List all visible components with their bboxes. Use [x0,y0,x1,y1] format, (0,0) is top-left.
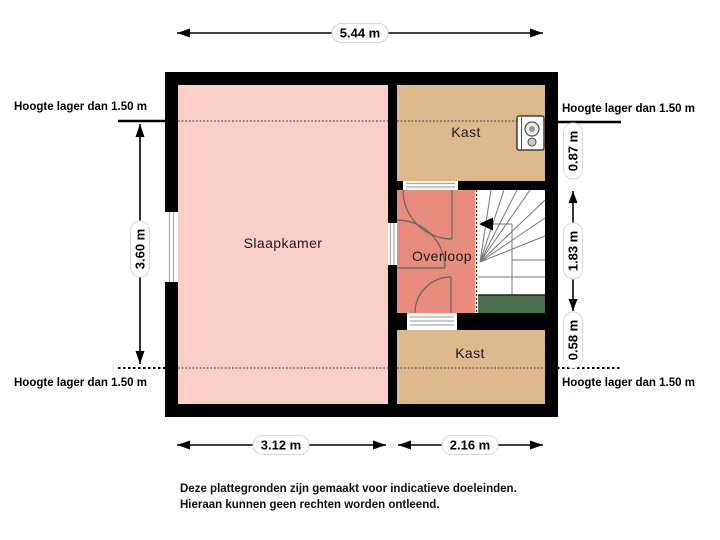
door-slaapkamer [388,219,446,269]
door-kast-top-opening [403,181,458,190]
dim-kast-top-label-group: 0.87 m [563,122,583,180]
dim-stairs-label-group: 1.83 m [563,222,583,280]
wall-bottom [165,404,558,417]
boiler-valve [527,137,537,147]
door-slaapkamer-swing [396,219,446,269]
dim-pill [331,23,389,43]
window-left-frame [165,208,178,286]
dim-arrow [177,440,190,450]
door-slaapkamer-cap-bottom [388,265,397,268]
dim-pill [563,222,583,280]
note-top-right: Hoogte lager dan 1.50 m [562,103,695,115]
stairs [475,189,546,313]
room-slaapkamer [178,85,388,404]
stairs-tread-lines [478,223,545,295]
wall-right [545,72,558,417]
dim-pill [441,435,499,455]
dim-stairs-value: 1.83 m [566,231,581,271]
dim-pill [563,311,583,369]
dim-kast-bottom-value: 0.58 m [566,320,581,360]
door-slaapkamer-cap-top [388,220,397,223]
window-left-cap-bottom [165,282,178,286]
dim-total-width-value: 5.44 m [340,26,380,41]
dim-kast-bottom-depth: 0.58 m [563,311,583,369]
dim-kast-bottom-label-group: 0.58 m [563,311,583,369]
boiler-dial-inner [529,126,535,132]
disclaimer-line-1: Deze plattegronden zijn gemaakt voor ind… [180,483,517,495]
window-left-cap-top [165,208,178,212]
dim-right-value: 2.16 m [450,438,490,453]
window-left [165,208,178,286]
label-kast-bottom: Kast [455,345,485,361]
dim-kast-top-value: 0.87 m [566,131,581,171]
dim-pill [252,435,310,455]
note-top-left: Hoogte lager dan 1.50 m [14,101,147,113]
dim-arrow [177,28,190,38]
dim-slaapkamer-value: 3.12 m [261,438,301,453]
dim-kast-top-depth: 0.87 m [563,122,583,180]
label-slaapkamer: Slaapkamer [244,235,323,251]
room-overloop [397,190,475,313]
dim-arrow [568,191,578,203]
dim-stairs-depth: 1.83 m [563,191,583,311]
label-kast-top: Kast [451,124,481,140]
dim-total-width: 5.44 m [177,23,543,43]
dim-arrow [568,299,578,311]
wall-kast-top [388,181,545,190]
door-kast-bottom-swing [414,276,452,314]
note-bottom-right: Hoogte lager dan 1.50 m [562,377,695,389]
dim-right-width: 2.16 m [398,435,543,455]
dim-arrow [398,440,411,450]
dim-arrow [135,351,145,364]
label-overloop: Overloop [412,248,472,264]
dim-room-height-label-group: 3.60 m [130,220,150,278]
dim-pill [563,122,583,180]
door-kast-bottom [407,276,457,330]
note-bottom-left: Hoogte lager dan 1.50 m [14,377,147,389]
stair-void [478,295,545,313]
boiler-unit-icon [516,115,545,151]
dim-slaapkamer-width: 3.12 m [177,435,386,455]
wall-top [165,72,558,85]
dim-room-height-value: 3.60 m [133,229,148,269]
height-note-lines [118,119,621,369]
stairs-direction-arrow [479,217,493,231]
door-slaapkamer-opening [388,220,397,268]
dim-arrow [373,440,386,450]
dim-pill [130,220,150,278]
disclaimer-line-2: Hieraan kunnen geen rechten worden ontle… [180,499,439,511]
dim-arrow [530,28,543,38]
dim-arrow [530,440,543,450]
dim-room-height: 3.60 m [130,124,150,364]
dim-arrow [135,124,145,137]
room-kast-bottom [397,330,545,404]
